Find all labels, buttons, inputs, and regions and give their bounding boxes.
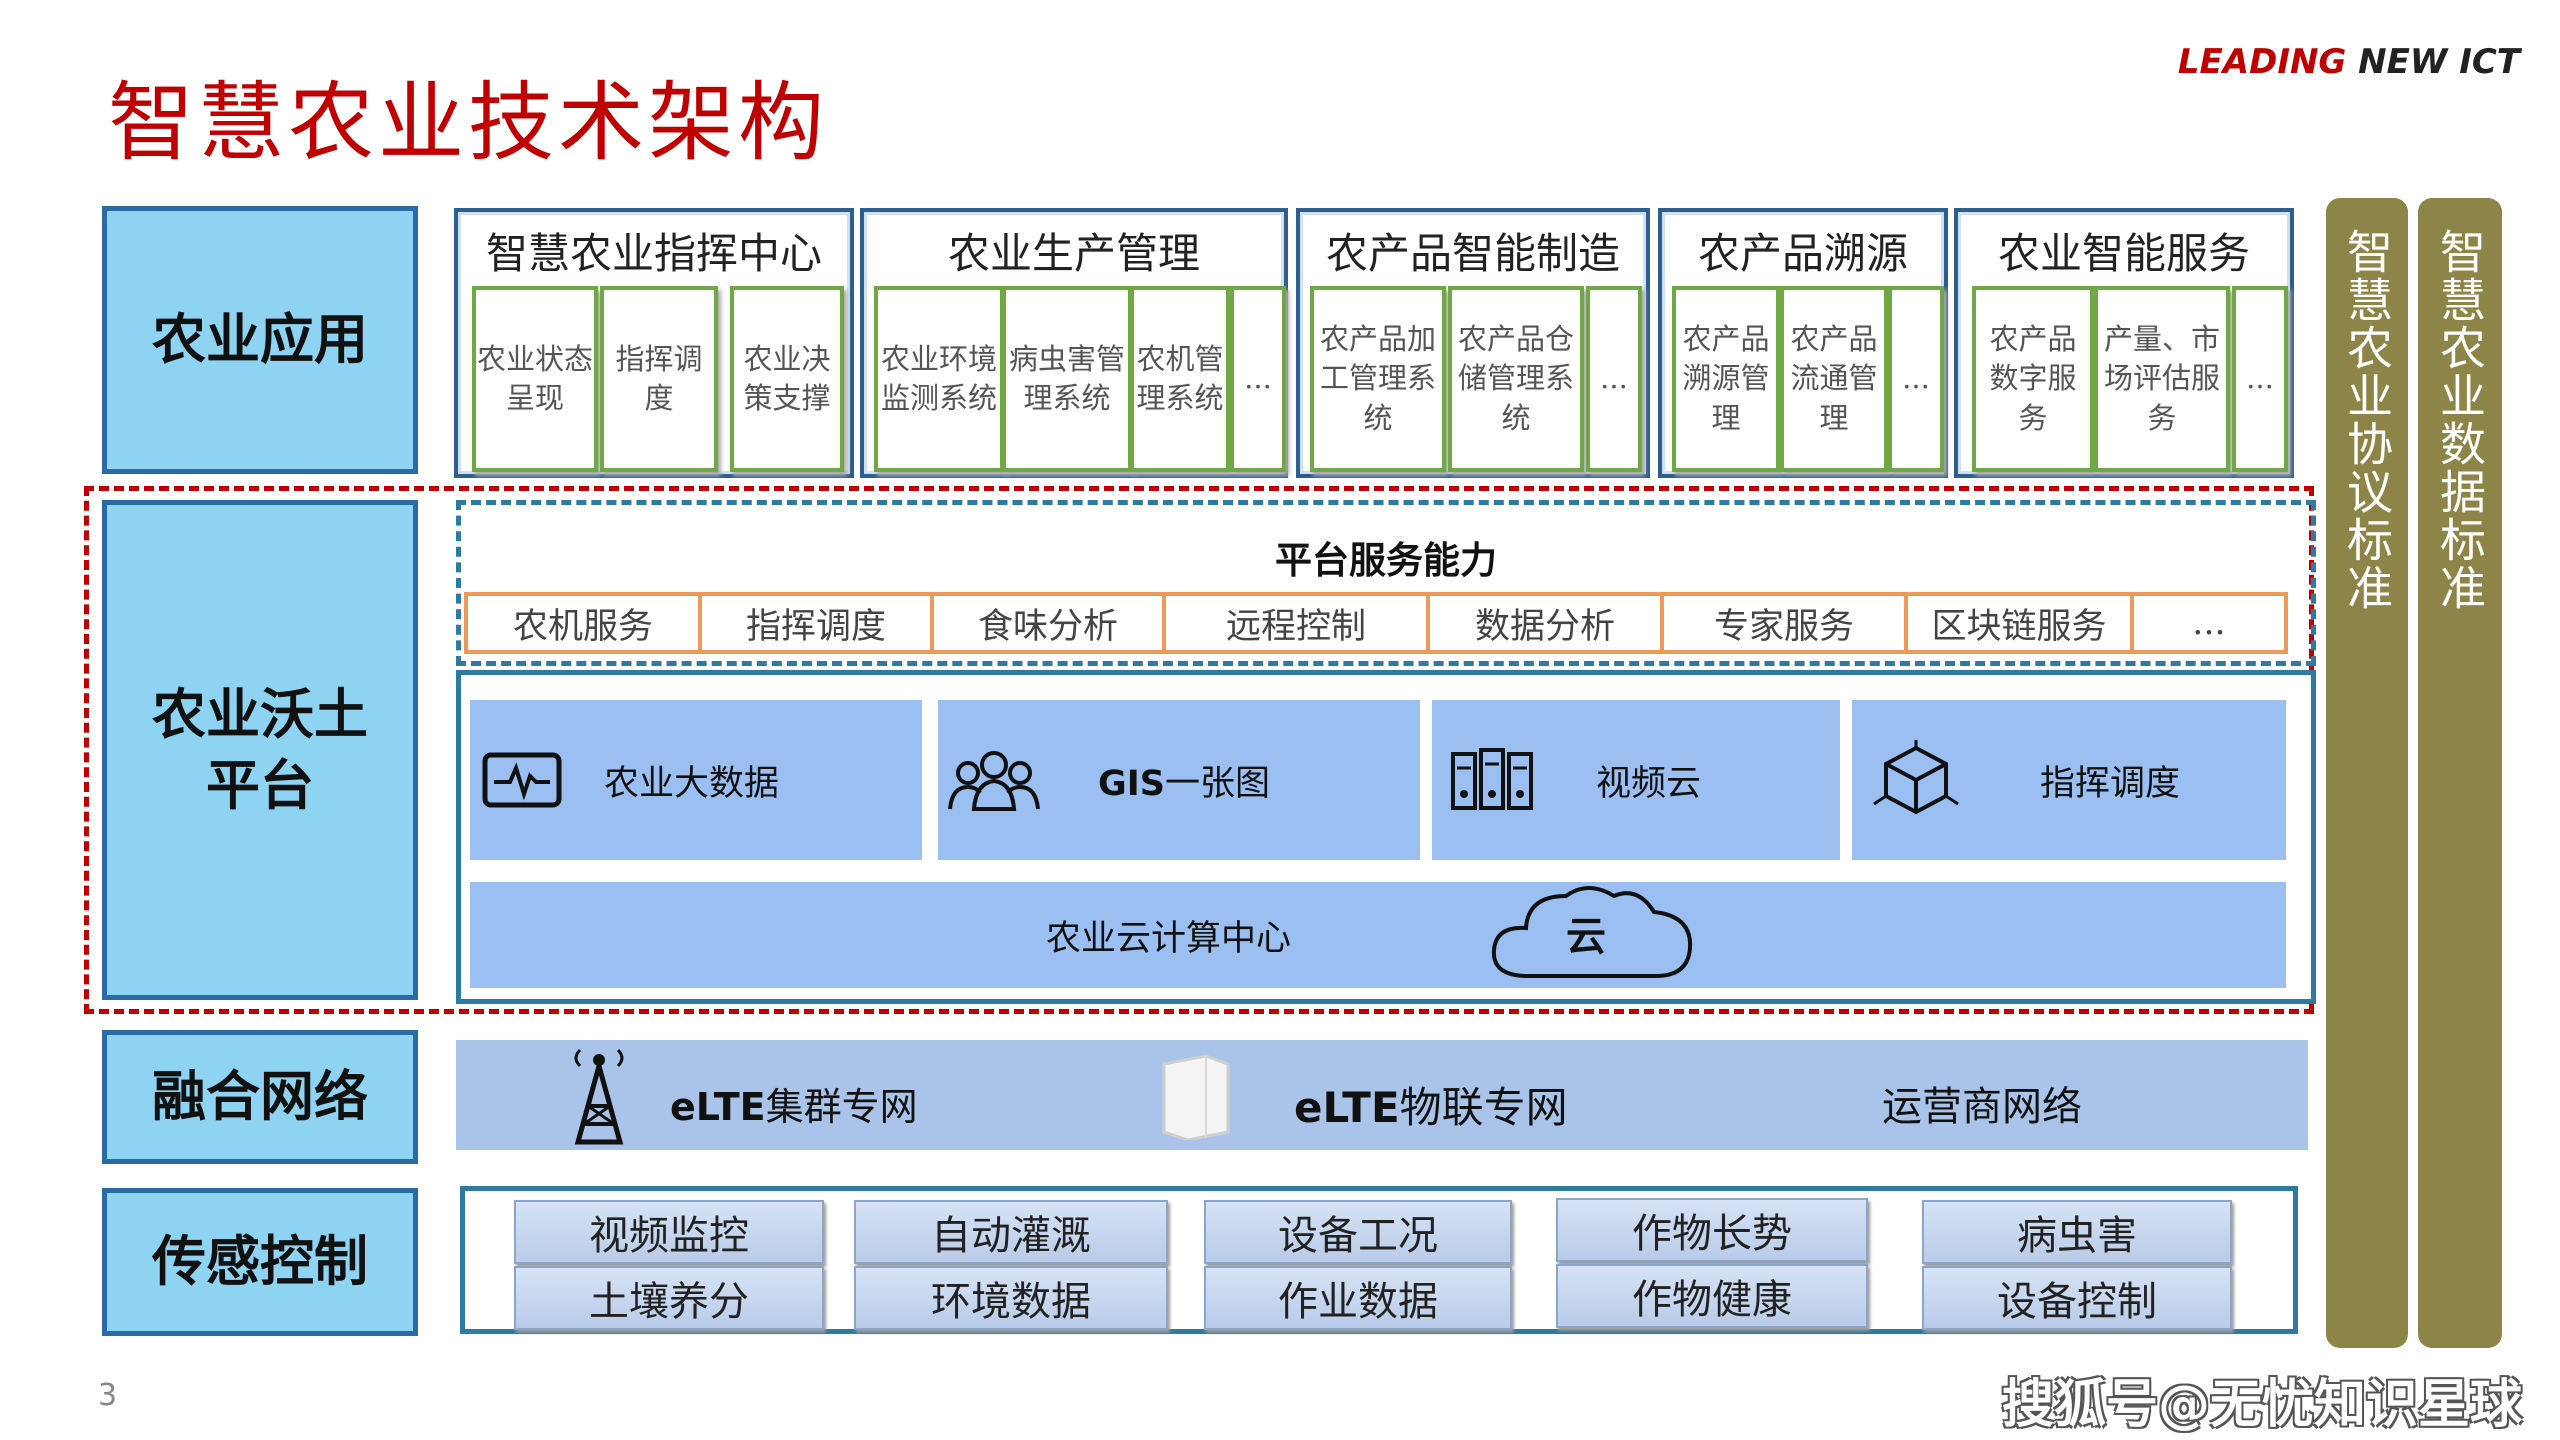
app-item-env-monitor[interactable]: 农业环境监测系统 (874, 286, 1004, 472)
sensor-crop-health[interactable]: 作物健康 (1556, 1264, 1868, 1328)
layer-label-network: 融合网络 (102, 1030, 418, 1164)
app-item-more[interactable]: ... (1586, 286, 1642, 472)
base-station-device-icon (1158, 1054, 1234, 1140)
sensor-work-data[interactable]: 作业数据 (1204, 1266, 1512, 1330)
sensor-pest[interactable]: 病虫害 (1922, 1200, 2232, 1264)
cloud-icon: 云 (1488, 876, 1698, 988)
standard-data-label: 智慧农业数据标准 (2433, 228, 2487, 612)
service-expert[interactable]: 专家服务 (1660, 592, 1908, 654)
platform-cell-label: 农业大数据 (604, 763, 780, 804)
platform-cell-label: 视频云 (1596, 763, 1702, 804)
platform-cell-label: 农业云计算中心 (1046, 918, 1292, 959)
sensor-crop-growth[interactable]: 作物长势 (1556, 1198, 1868, 1262)
app-item-more[interactable]: ... (1888, 286, 1944, 472)
app-item-dispatch[interactable]: 指挥调度 (600, 286, 718, 472)
platform-cell-command[interactable]: 指挥调度 (1852, 700, 2286, 860)
app-item-pest[interactable]: 病虫害管理系统 (1002, 286, 1132, 472)
app-group-command-center: 智慧农业指挥中心 农业状态呈现 指挥调度 农业决策支撑 (454, 208, 854, 478)
network-operator: 运营商网络 (1882, 1084, 2082, 1130)
platform-cell-video[interactable]: 视频云 (1432, 700, 1840, 860)
app-group-title: 农业智能服务 (1997, 229, 2250, 278)
app-group-smart-service: 农业智能服务 农产品数字服务 产量、市场评估服务 ... (1954, 208, 2294, 478)
app-item-processing[interactable]: 农产品加工管理系统 (1310, 286, 1446, 472)
app-item-storage[interactable]: 农产品仓储管理系统 (1448, 286, 1584, 472)
app-item-status[interactable]: 农业状态呈现 (472, 286, 598, 472)
sensor-equipment-status[interactable]: 设备工况 (1204, 1200, 1512, 1264)
network-elte-cluster: eLTE集群专网 (670, 1076, 918, 1131)
platform-cell-bigdata[interactable]: 农业大数据 (470, 700, 922, 860)
watermark: 搜狐号@无忧知识星球 (2001, 1375, 2522, 1435)
app-group-title: 农业生产管理 (947, 229, 1200, 278)
app-item-circulation[interactable]: 农产品流通管理 (1780, 286, 1888, 472)
layer-label-platform-line2: 平台 (206, 753, 314, 817)
server-rack-icon (1450, 748, 1534, 812)
app-group-manufacturing: 农产品智能制造 农产品加工管理系统 农产品仓储管理系统 ... (1296, 208, 1650, 478)
app-item-more[interactable]: ... (1230, 286, 1286, 472)
app-item-market-eval[interactable]: 产量、市场评估服务 (2094, 286, 2230, 472)
app-item-trace[interactable]: 农产品溯源管理 (1672, 286, 1780, 472)
platform-services-panel (456, 500, 2316, 666)
app-item-machinery[interactable]: 农机管理系统 (1130, 286, 1230, 472)
cloud-icon-label: 云 (1566, 913, 1606, 960)
platform-cell-cloud-center[interactable]: 农业云计算中心 云 (470, 882, 2286, 988)
sensor-env-data[interactable]: 环境数据 (854, 1266, 1168, 1330)
layer-label-sensor: 传感控制 (102, 1188, 418, 1336)
platform-services-title: 平台服务能力 (1275, 538, 1497, 582)
platform-cell-label-bold: GIS (1098, 763, 1165, 804)
sensor-soil-nutrient[interactable]: 土壤养分 (514, 1266, 824, 1330)
network-elte-cluster-label: 集群专网 (765, 1085, 918, 1129)
app-group-production: 农业生产管理 农业环境监测系统 病虫害管理系统 农机管理系统 ... (860, 208, 1288, 478)
app-item-digital-service[interactable]: 农产品数字服务 (1972, 286, 2094, 472)
app-group-title: 智慧农业指挥中心 (485, 229, 822, 278)
network-elte-cluster-bold: eLTE (670, 1085, 766, 1129)
layer-label-app: 农业应用 (102, 206, 418, 474)
network-elte-iot-label: 物联专网 (1399, 1083, 1568, 1132)
service-data-analysis[interactable]: 数据分析 (1426, 592, 1664, 654)
standard-protocol-label: 智慧农业协议标准 (2340, 228, 2394, 612)
brand-logo: LEADING NEW ICT (2178, 42, 2520, 82)
standard-protocol-bar: 智慧农业协议标准 (2326, 198, 2408, 1348)
standard-data-bar: 智慧农业数据标准 (2418, 198, 2502, 1348)
app-group-title: 农产品溯源 (1697, 229, 1908, 278)
brand-logo-part1: LEADING (2177, 42, 2347, 82)
service-taste-analysis[interactable]: 食味分析 (930, 592, 1166, 654)
radio-tower-icon (566, 1046, 632, 1146)
layer-label-platform: 农业沃土 平台 (102, 500, 418, 1000)
service-remote-control[interactable]: 远程控制 (1162, 592, 1430, 654)
network-elte-iot-bold: eLTE (1294, 1083, 1400, 1132)
brand-logo-part2: NEW ICT (2346, 42, 2520, 82)
app-item-decision[interactable]: 农业决策支撑 (730, 286, 844, 472)
platform-cell-gis[interactable]: GIS一张图 (938, 700, 1420, 860)
monitor-pulse-icon (482, 752, 562, 808)
sensor-device-control[interactable]: 设备控制 (1922, 1266, 2232, 1330)
network-bar: eLTE集群专网 eLTE物联专网 运营商网络 (456, 1040, 2308, 1150)
page-number: 3 (98, 1378, 118, 1413)
platform-cell-label: 一张图 (1164, 763, 1270, 804)
service-more[interactable]: ... (2130, 592, 2288, 654)
page-title: 智慧农业技术架构 (108, 73, 828, 173)
service-machinery[interactable]: 农机服务 (464, 592, 702, 654)
network-elte-iot: eLTE物联专网 (1294, 1074, 1568, 1135)
layer-label-platform-line1: 农业沃土 (152, 681, 368, 746)
cube-icon (1870, 740, 1962, 820)
service-blockchain[interactable]: 区块链服务 (1904, 592, 2134, 654)
users-group-icon (946, 747, 1042, 813)
sensor-video-monitor[interactable]: 视频监控 (514, 1200, 824, 1264)
sensor-auto-irrigation[interactable]: 自动灌溉 (854, 1200, 1168, 1264)
app-item-more[interactable]: ... (2232, 286, 2288, 472)
platform-cell-label: 指挥调度 (2040, 763, 2181, 804)
app-group-traceability: 农产品溯源 农产品溯源管理 农产品流通管理 ... (1658, 208, 1948, 478)
app-group-title: 农产品智能制造 (1325, 229, 1620, 278)
service-dispatch[interactable]: 指挥调度 (698, 592, 934, 654)
